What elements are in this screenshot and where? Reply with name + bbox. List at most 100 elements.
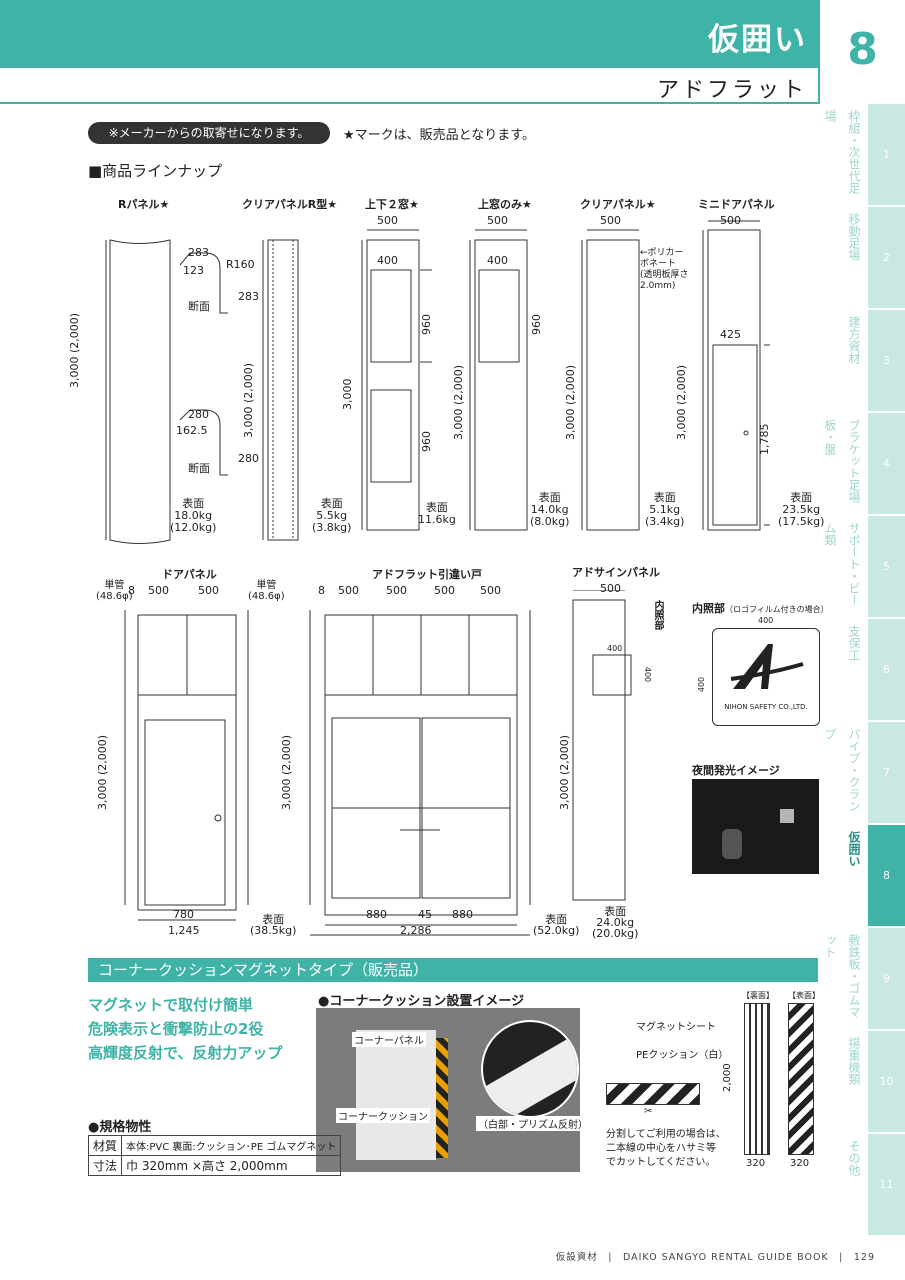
side-tab-7[interactable]: 7 [868, 722, 905, 823]
dim-height: 3,000 (2,000) [564, 364, 577, 440]
sign-inner-area [592, 654, 632, 696]
dim-r-section: R160 [226, 258, 255, 271]
dim-total: 1,245 [168, 924, 200, 937]
divider [818, 68, 820, 104]
back-label: 【裏面】 [742, 991, 774, 1000]
dim-total: 2,286 [400, 924, 432, 937]
spec-table: 材質本体:PVC 裏面:クッション･PE ゴムマグネット 寸法巾 320mm ×… [87, 1135, 342, 1176]
dim-width: 500 [720, 214, 741, 227]
side-tab-label: 支保工 [847, 625, 861, 661]
dim-width: 500 [480, 584, 501, 597]
divider [0, 102, 820, 104]
nihon-safety-logo [730, 644, 804, 689]
feature-text: マグネットで取付け簡単 [88, 996, 254, 1014]
dim-inner-height: 400 [643, 666, 653, 683]
lineup-heading: ■商品ラインナップ [88, 162, 223, 180]
inner-light-label: 内照部 [652, 600, 663, 630]
side-tab-6[interactable]: 6 [868, 619, 905, 720]
door [144, 719, 226, 906]
side-tab-1[interactable]: 1 [868, 104, 905, 205]
cushion-front-drawing [788, 1003, 814, 1155]
dim-door-width: 880 [366, 908, 387, 921]
logo-box: NIHON SAFETY CO.,LTD. [712, 628, 820, 726]
clear-r-panel-name: クリアパネルR型★ [242, 198, 338, 211]
side-tab-5[interactable]: 5 [868, 516, 905, 617]
feature-text: 危険表示と衝撃防止の2役 [88, 1020, 264, 1038]
dim-height: 3,000 (2,000) [242, 362, 255, 438]
lower-window [370, 389, 412, 483]
sign-panel-name: アドサインパネル [572, 566, 660, 579]
scissors-icon: ✂ [644, 1106, 653, 1117]
panel-lineup-drawings [105, 220, 770, 544]
spec-title: ●規格物性 [88, 1120, 152, 1135]
r-panel-name: Rパネル★ [118, 198, 170, 211]
mini-door-panel-name: ミニドアパネル [698, 198, 775, 211]
side-tab-10[interactable]: 10 [868, 1031, 905, 1132]
dim-cushion-width: 320 [790, 1158, 810, 1169]
spec-value: 本体:PVC 裏面:クッション･PE ゴムマグネット [121, 1135, 342, 1156]
dim-height: 3,000 [341, 378, 354, 411]
side-tab-9[interactable]: 9 [868, 928, 905, 1029]
dim-height: 3,000 (2,000) [675, 364, 688, 440]
label-reflect: （白部・プリズム反射） [476, 1116, 590, 1131]
dim-gap: 45 [418, 908, 432, 921]
r-panel-section-top [179, 252, 228, 314]
table-row: 材質本体:PVC 裏面:クッション･PE ゴムマグネット [87, 1135, 342, 1156]
dim-door-height: 1,785 [758, 423, 771, 456]
dim-width: 500 [386, 584, 407, 597]
dim-width: 500 [198, 584, 219, 597]
logo-text: NIHON SAFETY CO.,LTD. [724, 703, 808, 711]
cushion-back-drawing [744, 1003, 770, 1155]
label-magnet-sheet: マグネットシート [636, 1022, 716, 1033]
cushion-image-title: ●コーナークッション設置イメージ [318, 994, 525, 1009]
side-tab-label: 移動足場 [847, 213, 861, 261]
side-tab-11[interactable]: 11 [868, 1134, 905, 1235]
footer-left: 仮設資材 [555, 1252, 598, 1263]
dim-window-height: 960 [420, 431, 433, 452]
dim-width: 500 [600, 582, 621, 595]
dim-width: 500 [338, 584, 359, 597]
dim-cushion-width: 320 [746, 1158, 766, 1169]
side-tab-4[interactable]: 4 [868, 413, 905, 514]
side-tab-label: 仮囲い [847, 831, 861, 867]
dim-width: 500 [487, 214, 508, 227]
dim-illum-height: 400 [697, 676, 707, 693]
footer: 仮設資材 | DAIKO SANGYO RENTAL GUIDE BOOK | … [555, 1252, 875, 1263]
dim-height: 3,000 (2,000) [558, 734, 571, 810]
night-image [692, 779, 819, 874]
dim-width: 500 [377, 214, 398, 227]
section-label: 断面 [188, 462, 210, 475]
star-note: ★マークは、販売品となります。 [343, 128, 535, 143]
header-bar [0, 0, 820, 68]
notice-badge: ※メーカーからの取寄せになります。 [88, 122, 330, 144]
side-tab-label: パイプ・クランプ [823, 728, 861, 812]
side-tab-label: サポート・ビーム類 [823, 522, 861, 606]
side-tab-2[interactable]: 2 [868, 207, 905, 308]
cushion-banner: コーナークッションマグネットタイプ（販売品） [88, 958, 818, 982]
dim-r-section: 123 [183, 264, 204, 277]
dim-height: 3,000 (2,000) [280, 734, 293, 810]
side-tab-8[interactable]: 8 [868, 825, 905, 926]
illuminated-title: 内照部（ロゴフィルム付きの場合） [692, 602, 829, 615]
label-corner-cushion: コーナークッション [336, 1108, 430, 1123]
two-window-panel-name: 上下２窓★ [365, 198, 419, 211]
r-panel-section-bottom [179, 409, 228, 476]
side-tab-label: 敷鉄板・ゴムマット [823, 934, 861, 1018]
page-number: 129 [853, 1252, 875, 1263]
sliding-weight: 表面(52.0kg) [533, 913, 580, 937]
upper-window [370, 269, 412, 363]
dim-cushion-height: 2,000 [722, 1063, 733, 1092]
chapter-number: 8 [820, 0, 905, 100]
footer-center: DAIKO SANGYO RENTAL GUIDE BOOK [622, 1252, 829, 1263]
dim-height: 3,000 (2,000) [68, 312, 81, 388]
clear-panel-shape [586, 239, 640, 531]
side-tab-label: 建方資材 [847, 316, 861, 364]
clear-panel-name: クリアパネル★ [580, 198, 656, 211]
side-tab-3[interactable]: 3 [868, 310, 905, 411]
